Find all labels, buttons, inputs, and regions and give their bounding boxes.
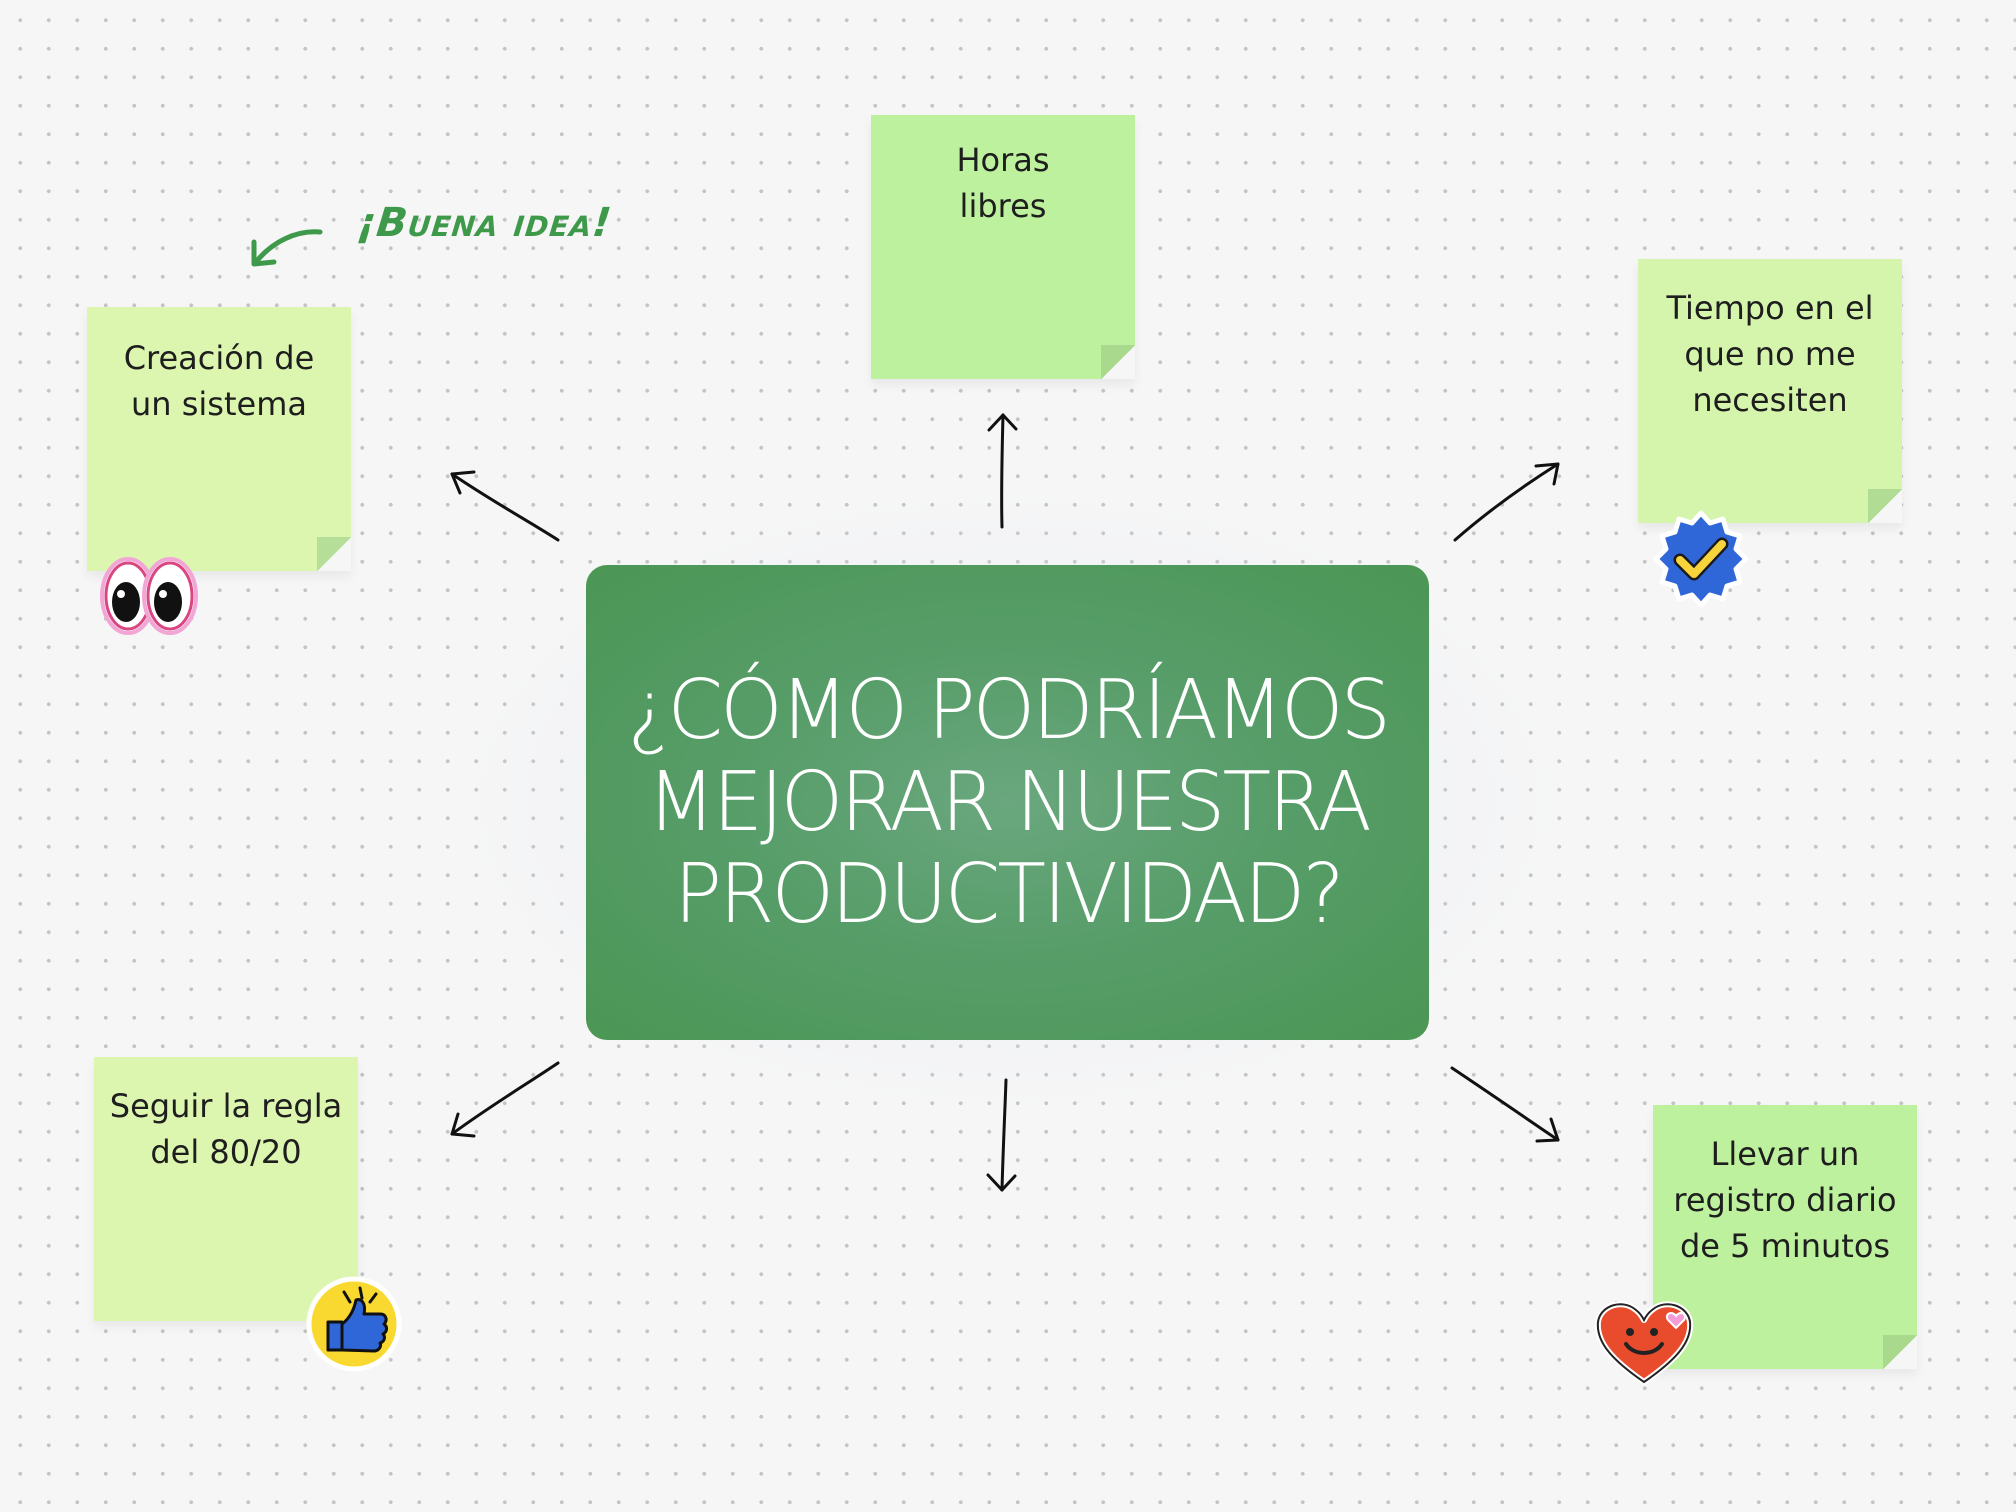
note-text: Creación de un sistema xyxy=(97,335,341,427)
note-line: necesiten xyxy=(1692,381,1848,419)
sticky-note-tiempo[interactable]: Tiempo en el que no me necesiten xyxy=(1638,259,1902,523)
curved-arrow-icon xyxy=(251,229,323,267)
arrow-to-regla-icon xyxy=(450,1061,560,1138)
arrow-to-tiempo-icon xyxy=(1453,462,1560,542)
note-line: Seguir la regla xyxy=(109,1087,343,1125)
sticky-note-regla[interactable]: Seguir la regla del 80/20 xyxy=(94,1057,358,1321)
verified-check-badge-icon xyxy=(1653,510,1749,608)
note-line: que no me xyxy=(1684,335,1856,373)
note-fold xyxy=(317,537,351,571)
note-line: un sistema xyxy=(131,385,307,423)
central-question-line: ¿CÓMO PODRÍAMOS xyxy=(627,662,1390,758)
arrow-to-registro-icon xyxy=(1450,1066,1560,1143)
central-question-card[interactable]: ¿CÓMO PODRÍAMOS MEJORAR NUESTRA PRODUCTI… xyxy=(586,565,1429,1040)
central-question-line: PRODUCTIVIDAD? xyxy=(673,846,1345,942)
note-line: registro diario xyxy=(1673,1181,1897,1219)
note-line: de 5 minutos xyxy=(1679,1227,1891,1265)
arrow-to-horas-icon xyxy=(987,413,1018,529)
sticky-note-horas[interactable]: Horas libres xyxy=(871,115,1135,379)
googly-eyes-icon xyxy=(100,557,198,635)
arrow-to-creacion-icon xyxy=(450,470,560,542)
thumbs-up-icon xyxy=(306,1276,402,1372)
sticky-note-registro[interactable]: Llevar un registro diario de 5 minutos xyxy=(1653,1105,1917,1369)
note-text: Llevar un registro diario de 5 minutos xyxy=(1663,1131,1907,1269)
arrow-down-icon xyxy=(986,1078,1017,1192)
note-fold xyxy=(1101,345,1135,379)
note-line: del 80/20 xyxy=(150,1133,302,1171)
note-fold xyxy=(1883,1335,1917,1369)
note-line: Horas xyxy=(956,141,1050,179)
central-question-text: ¿CÓMO PODRÍAMOS MEJORAR NUESTRA PRODUCTI… xyxy=(627,662,1390,942)
note-line: Creación de xyxy=(123,339,315,377)
note-line: libres xyxy=(959,187,1047,225)
central-question-line: MEJORAR NUESTRA xyxy=(646,754,1372,850)
annotation-buena-idea: ¡Buena idea! xyxy=(355,200,615,246)
note-text: Horas libres xyxy=(881,137,1125,229)
sticky-note-creacion[interactable]: Creación de un sistema xyxy=(87,307,351,571)
note-text: Tiempo en el que no me necesiten xyxy=(1648,285,1892,423)
note-text: Seguir la regla del 80/20 xyxy=(104,1083,348,1175)
note-line: Llevar un xyxy=(1710,1135,1860,1173)
note-line: Tiempo en el xyxy=(1666,289,1874,327)
note-fold xyxy=(1868,489,1902,523)
smiling-heart-icon xyxy=(1594,1301,1694,1385)
